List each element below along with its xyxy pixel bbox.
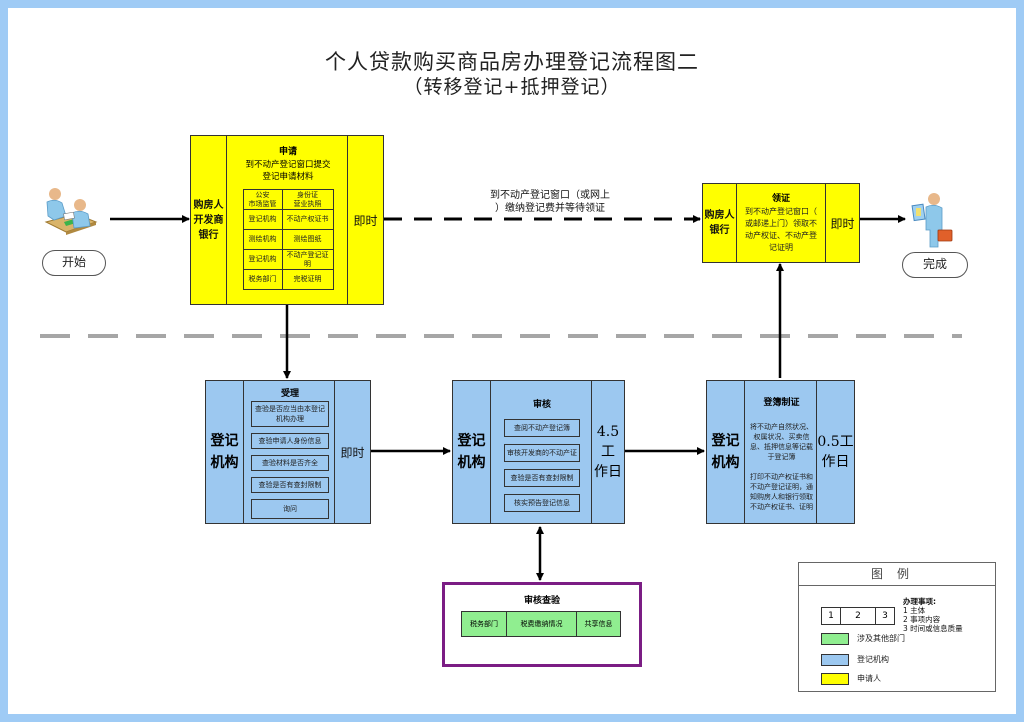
apply-time: 即时: [347, 136, 383, 304]
record-para1: 将不动产自然状况、权属状况、买卖信息、抵押信息等记载于登记簿: [750, 423, 813, 461]
collect-desc: 到不动产登记窗口（ 或邮递上门）领取不 动产权证、不动产登 记证明: [745, 207, 817, 252]
accept-step: 查验申请人身份信息: [251, 433, 329, 449]
verify-item: 税务部门: [462, 612, 507, 636]
collect-actor: 购房人 银行: [703, 184, 737, 262]
table-row: 测绘机构测绘图纸: [242, 229, 334, 250]
record-heading: 登簿制证: [763, 398, 800, 408]
review-box: 登记 机构 审核 查阅不动产登记簿 审核开发商的不动产证 查验是否有查封限制 核…: [452, 380, 625, 524]
accept-heading: 受理: [280, 389, 299, 399]
collect-box: 购房人 银行 领证 到不动产登记窗口（ 或邮递上门）领取不 动产权证、不动产登 …: [702, 183, 860, 263]
table-row: 登记机构不动产登记证明: [242, 249, 334, 270]
collect-heading: 领证: [771, 194, 790, 204]
review-step: 查验是否有查封限制: [504, 469, 580, 487]
accept-step: 查验材料是否齐全: [251, 455, 329, 471]
review-time: 4.5工 作日: [591, 381, 624, 523]
accept-content: 受理 查验是否应当由本登记机构办理 查验申请人身份信息 查验材料是否齐全 查验是…: [244, 381, 336, 523]
legend-notes: 办理事项: 1 主体 2 事项内容 3 时间或信息质量: [903, 597, 963, 633]
apply-heading: 申请: [278, 147, 297, 157]
record-time: 0.5工 作日: [816, 381, 854, 523]
record-para2: 打印不动产权证书和不动产登记证明，通知购房人和银行领取不动产权证书、证明: [750, 473, 813, 511]
review-content: 审核 查阅不动产登记簿 审核开发商的不动产证 查验是否有查封限制 核实预告登记信…: [491, 381, 593, 523]
record-actor: 登记 机构: [707, 381, 745, 523]
accept-box: 登记 机构 受理 查验是否应当由本登记机构办理 查验申请人身份信息 查验材料是否…: [205, 380, 371, 524]
review-actor: 登记 机构: [453, 381, 491, 523]
page-title: 个人贷款购买商品房办理登记流程图二: [325, 50, 699, 74]
apply-desc: 到不动产登记窗口提交 登记申请材料: [245, 160, 331, 182]
page-subtitle: （转移登记+抵押登记）: [403, 76, 621, 98]
dashed-arrow-label: 到不动产登记窗口（或网上 ）缴纳登记费并等待领证: [490, 190, 610, 214]
review-heading: 审核: [532, 400, 551, 410]
start-terminal: 开始: [42, 250, 106, 276]
verify-box: 审核查验 税务部门 税费缴纳情况 共享信息: [442, 582, 642, 667]
legend-label: 涉及其他部门: [857, 634, 905, 643]
table-row: 公安 市场监管身份证 营业执照: [242, 189, 334, 210]
verify-item: 共享信息: [577, 612, 620, 636]
end-terminal: 完成: [902, 252, 968, 278]
legend-cell-key: 1 2 3: [821, 607, 895, 625]
legend-label: 申请人: [857, 674, 881, 683]
table-row: 税务部门完税证明: [242, 269, 334, 290]
verify-heading: 审核查验: [523, 596, 560, 606]
legend-swatch-registry: [821, 654, 849, 666]
person-with-certificate-icon: [910, 192, 954, 250]
legend-label: 登记机构: [857, 655, 889, 664]
materials-table: 公安 市场监管身份证 营业执照 登记机构不动产权证书 测绘机构测绘图纸 登记机构…: [242, 189, 334, 290]
legend-title: 图例: [799, 563, 995, 586]
record-content: 登簿制证 将不动产自然状况、权属状况、买卖信息、抵押信息等记载于登记簿 打印不动…: [745, 381, 818, 523]
apply-box: 购房人 开发商 银行 申请 到不动产登记窗口提交 登记申请材料 公安 市场监管身…: [190, 135, 384, 305]
review-step: 核实预告登记信息: [504, 494, 580, 512]
review-step: 查阅不动产登记簿: [504, 419, 580, 437]
accept-time: 即时: [334, 381, 370, 523]
record-box: 登记 机构 登簿制证 将不动产自然状况、权属状况、买卖信息、抵押信息等记载于登记…: [706, 380, 855, 524]
legend-swatch-other-dept: [821, 633, 849, 645]
accept-step: 查验是否有查封限制: [251, 477, 329, 493]
apply-content: 申请 到不动产登记窗口提交 登记申请材料 公安 市场监管身份证 营业执照 登记机…: [227, 136, 349, 304]
collect-content: 领证 到不动产登记窗口（ 或邮递上门）领取不 动产权证、不动产登 记证明: [737, 184, 825, 262]
review-step: 审核开发商的不动产证: [504, 444, 580, 462]
legend-swatch-applicant: [821, 673, 849, 685]
table-row: 登记机构不动产权证书: [242, 209, 334, 230]
people-at-desk-icon: [38, 186, 100, 236]
accept-step: 查验是否应当由本登记机构办理: [251, 401, 329, 427]
accept-actor: 登记 机构: [206, 381, 244, 523]
apply-actor: 购房人 开发商 银行: [191, 136, 227, 304]
verify-item: 税费缴纳情况: [507, 612, 577, 636]
collect-time: 即时: [825, 184, 859, 262]
verify-items: 税务部门 税费缴纳情况 共享信息: [461, 611, 621, 637]
accept-step: 询问: [251, 499, 329, 519]
legend: 图例 1 2 3 办理事项: 1 主体 2 事项内容 3 时间或信息质量 涉及其…: [798, 562, 996, 692]
